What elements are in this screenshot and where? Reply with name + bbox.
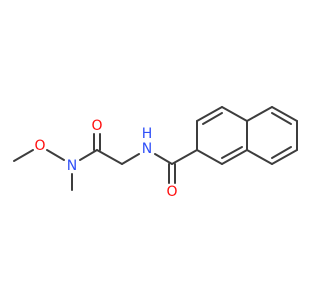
bond-c1-ch2 <box>96 149 123 165</box>
atom-o-carbonyl1: O <box>91 118 102 134</box>
bond-ch2-nh <box>121 153 140 165</box>
bond-nh-c2 <box>154 153 173 165</box>
ring-bond-11 <box>246 149 273 165</box>
bonds <box>13 106 298 191</box>
bond-c2-ring <box>171 149 198 165</box>
ring-bond-10-inner <box>271 146 292 159</box>
ring-bond-10 <box>271 149 298 165</box>
molecule-structure: O N O N H O <box>13 106 298 200</box>
ring-bond-6 <box>196 149 223 165</box>
ring-bond-8-inner <box>271 112 292 125</box>
ring-bond-5 <box>221 149 248 165</box>
ring-bond-7 <box>246 106 273 122</box>
ring-bond-2-inner <box>202 112 223 125</box>
ring-bond-3 <box>221 106 248 122</box>
bond-o-n <box>46 149 65 161</box>
atom-labels: O N O N H O <box>34 118 177 200</box>
ring-bond-5-inner <box>221 146 243 159</box>
bond-methyl-o <box>13 149 34 162</box>
bond-n-c1 <box>79 149 98 161</box>
atom-nh-amide: N H <box>142 126 153 157</box>
ring-bond-8 <box>271 106 298 122</box>
atom-o-methoxy: O <box>34 138 45 154</box>
ring-bond-2 <box>196 106 223 122</box>
atom-n-amide-symbol: N <box>142 141 152 157</box>
atom-o-carbonyl2: O <box>166 184 177 200</box>
atom-n-amide-h: H <box>142 126 153 142</box>
atom-n-weinreb: N <box>67 158 77 174</box>
